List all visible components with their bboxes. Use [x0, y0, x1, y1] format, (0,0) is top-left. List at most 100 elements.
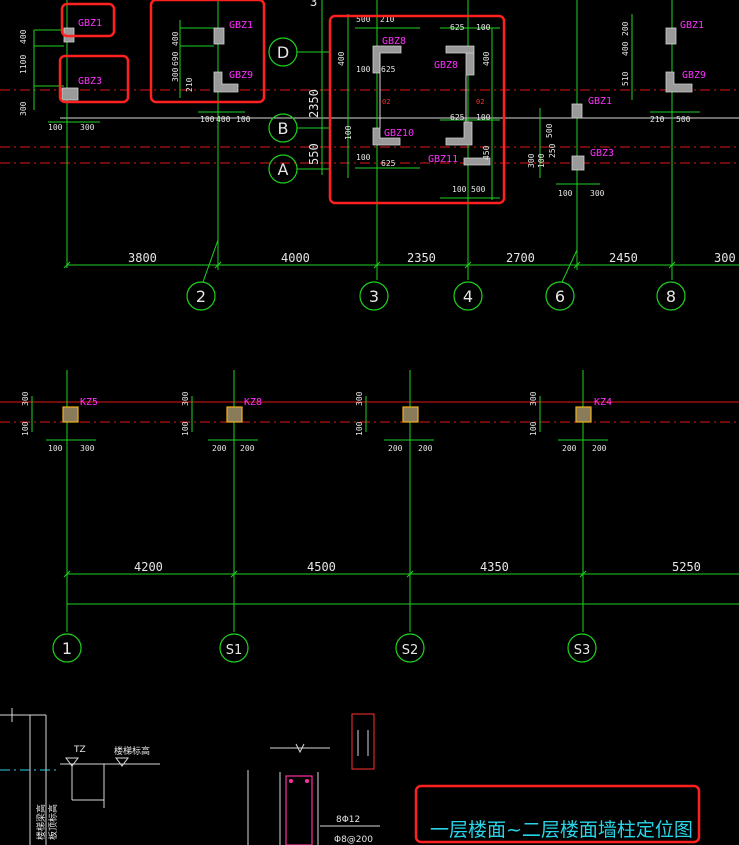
svg-text:300: 300 [80, 123, 95, 132]
highlight-box [149, 0, 266, 104]
svg-text:625: 625 [381, 159, 396, 168]
spacing-label: 5250 [672, 560, 701, 574]
svg-text:1100: 1100 [19, 55, 28, 74]
top-plan: 3800 4000 2350 2700 2450 300 2 3 4 6 8 D… [0, 0, 739, 311]
column-dims-s1: 300 100 200 200 [181, 391, 258, 453]
svg-text:2: 2 [196, 287, 206, 306]
vertical-dim: 3 [310, 0, 317, 9]
column-gbz1 [665, 27, 677, 45]
svg-text:100: 100 [344, 125, 353, 140]
leader-6 [561, 249, 578, 283]
rebar-label: Φ8@200 [334, 835, 373, 845]
svg-text:300: 300 [80, 444, 95, 453]
column-label: GBZ3 [590, 148, 614, 159]
svg-text:300: 300 [19, 101, 28, 116]
axis-bubble-s1: S1 [219, 633, 249, 663]
svg-text:100: 100 [356, 153, 371, 162]
svg-text:100: 100 [476, 23, 491, 32]
column-label: GBZ1 [78, 18, 102, 29]
highlight-box [60, 2, 116, 38]
svg-text:100: 100 [48, 123, 63, 132]
column-kz5 [62, 406, 79, 423]
svg-text:300: 300 [355, 391, 364, 406]
svg-text:100: 100 [356, 65, 371, 74]
spacing-label: 2350 [407, 251, 436, 265]
svg-text:100: 100 [200, 115, 215, 124]
column-label: GBZ3 [78, 76, 102, 87]
svg-text:02: 02 [476, 98, 484, 106]
spacing-label: 300 [714, 251, 736, 265]
stair-detail: 楼梯标高 板顶标高 楼梯梁高 TZ [0, 708, 160, 845]
bottom-plan: 4200 4500 4350 5250 KZ5 KZ8 KZ4 300 100 … [0, 370, 739, 663]
svg-text:100: 100 [355, 421, 364, 436]
spacing-label: 4350 [480, 560, 509, 574]
column-gbz3 [61, 87, 79, 101]
svg-text:400: 400 [216, 115, 231, 124]
vertical-dim: 550 [307, 143, 321, 165]
column-label: KZ5 [80, 397, 98, 408]
svg-text:200: 200 [388, 444, 403, 453]
axis-bubble-d: D [268, 37, 298, 67]
svg-text:B: B [278, 119, 289, 138]
column-label: GBZ1 [588, 96, 612, 107]
title-highlight-box [414, 784, 701, 844]
column-label: GBZ9 [229, 70, 253, 81]
svg-text:625: 625 [450, 23, 465, 32]
svg-text:S3: S3 [574, 643, 591, 658]
column-kz [402, 406, 419, 423]
column-label: KZ4 [594, 397, 612, 408]
svg-text:300: 300 [590, 189, 605, 198]
drawing-title: 一层楼面~二层楼面墙柱定位图 [430, 819, 693, 841]
column-label: GBZ1 [229, 20, 253, 31]
column-label: GBZ8 [434, 60, 458, 71]
svg-text:D: D [277, 43, 289, 62]
svg-text:510: 510 [621, 71, 630, 86]
leader-2 [202, 239, 219, 283]
column-gbz9 [665, 71, 693, 93]
spacing-label: 4200 [134, 560, 163, 574]
svg-text:200: 200 [621, 21, 630, 36]
detail-label: 板顶标高 [47, 804, 59, 840]
spacing-label: 2450 [609, 251, 638, 265]
axis-bubble-b: B [268, 113, 298, 143]
axis-bubble-2: 2 [186, 281, 216, 311]
highlight-box [58, 54, 130, 104]
axis-bubble-1: 1 [52, 633, 82, 663]
svg-text:400: 400 [337, 51, 346, 66]
svg-text:300: 300 [527, 153, 536, 168]
column-label: GBZ8 [382, 36, 406, 47]
svg-text:500: 500 [471, 185, 486, 194]
column-label: KZ8 [244, 397, 262, 408]
svg-text:100: 100 [181, 421, 190, 436]
rebar-label: 8Φ12 [336, 815, 360, 825]
svg-text:500: 500 [545, 123, 554, 138]
column-section-detail: 8Φ12 Φ8@200 [247, 713, 380, 845]
svg-text:500: 500 [676, 115, 691, 124]
column-kz8 [226, 406, 243, 423]
column-kz4 [575, 406, 592, 423]
column-gbz9 [213, 71, 239, 93]
svg-text:100: 100 [452, 185, 467, 194]
spacing-label: 4000 [281, 251, 310, 265]
axis-bubble-a: A [268, 154, 298, 184]
detail-label: 楼梯标高 [114, 745, 150, 757]
svg-text:500: 500 [356, 15, 371, 24]
column-block-axis6: 500 300 100 250 100 300 GBZ1 GBZ3 [527, 96, 614, 198]
svg-text:400: 400 [621, 41, 630, 56]
axis-bubble-s2: S2 [395, 633, 425, 663]
axis-bubble-4: 4 [453, 281, 483, 311]
column-dims-s2: 300 100 200 200 [355, 391, 434, 453]
dimension-ticks-bottom [63, 570, 587, 578]
svg-text:200: 200 [592, 444, 607, 453]
svg-text:625: 625 [381, 65, 396, 74]
column-label: GBZ1 [680, 20, 704, 31]
axis-bubble-s3: S3 [567, 633, 597, 663]
highlight-box [328, 14, 506, 205]
spacing-label: 4500 [307, 560, 336, 574]
svg-text:A: A [278, 160, 289, 179]
svg-text:450: 450 [482, 145, 491, 160]
svg-text:210: 210 [185, 77, 194, 92]
svg-text:690: 690 [171, 51, 180, 66]
svg-text:100: 100 [537, 153, 546, 168]
spacing-label: 2700 [506, 251, 535, 265]
